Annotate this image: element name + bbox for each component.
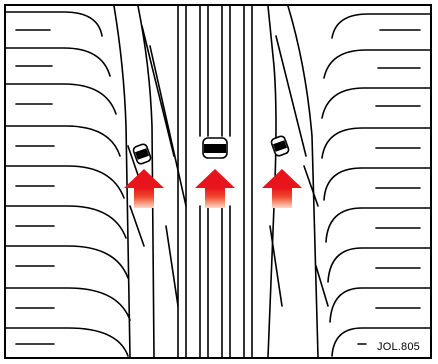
right-shoulder-blocks xyxy=(321,13,430,357)
tread-wear-indicator-center xyxy=(202,137,228,159)
right-groove-lines xyxy=(267,6,329,357)
left-shoulder-blocks xyxy=(6,11,131,357)
arrow-right xyxy=(262,169,302,208)
tire-tread-illustration xyxy=(6,6,430,357)
tread-wear-indicator-left xyxy=(132,143,152,165)
arrow-left xyxy=(124,169,164,208)
diagram-frame: JOL.805 xyxy=(4,4,432,359)
figure-reference-code: JOL.805 xyxy=(377,341,420,353)
left-groove-lines xyxy=(113,6,187,357)
center-rib xyxy=(177,6,253,357)
arrow-center xyxy=(195,169,235,208)
tread-wear-indicator-right xyxy=(270,135,290,157)
